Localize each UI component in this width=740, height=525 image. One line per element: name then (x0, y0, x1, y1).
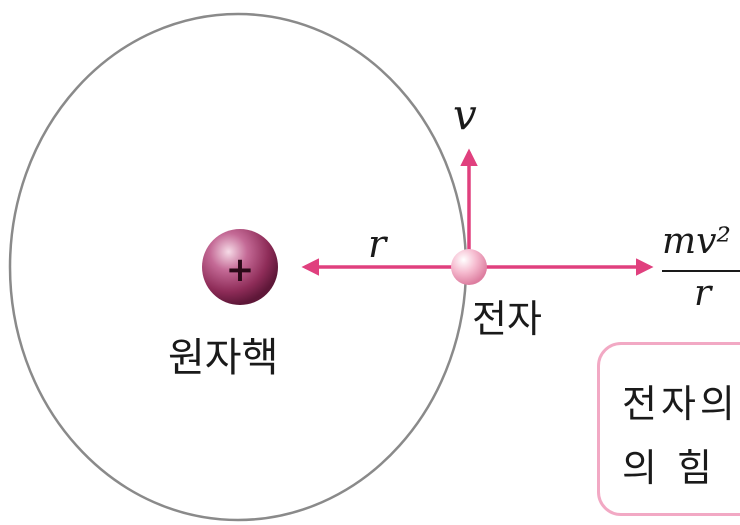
nucleus-plus-sign: + (226, 250, 255, 290)
velocity-label: v (453, 90, 477, 139)
electron-label: 전자 (472, 297, 542, 341)
note-line-2: 의 힘 (622, 446, 716, 490)
electron-sphere (451, 249, 487, 285)
fraction-bar (662, 270, 740, 272)
radius-label: r (368, 222, 387, 266)
nucleus-label: 원자핵 (168, 335, 279, 381)
nucleus-sphere (202, 229, 278, 305)
note-line-1: 전자의 (622, 382, 739, 426)
force-numerator: mv² (662, 221, 731, 262)
force-fraction: mv² r (662, 221, 740, 314)
explanation-note-box: 전자의 의 힘 (597, 342, 740, 516)
force-denominator: r (694, 273, 712, 314)
